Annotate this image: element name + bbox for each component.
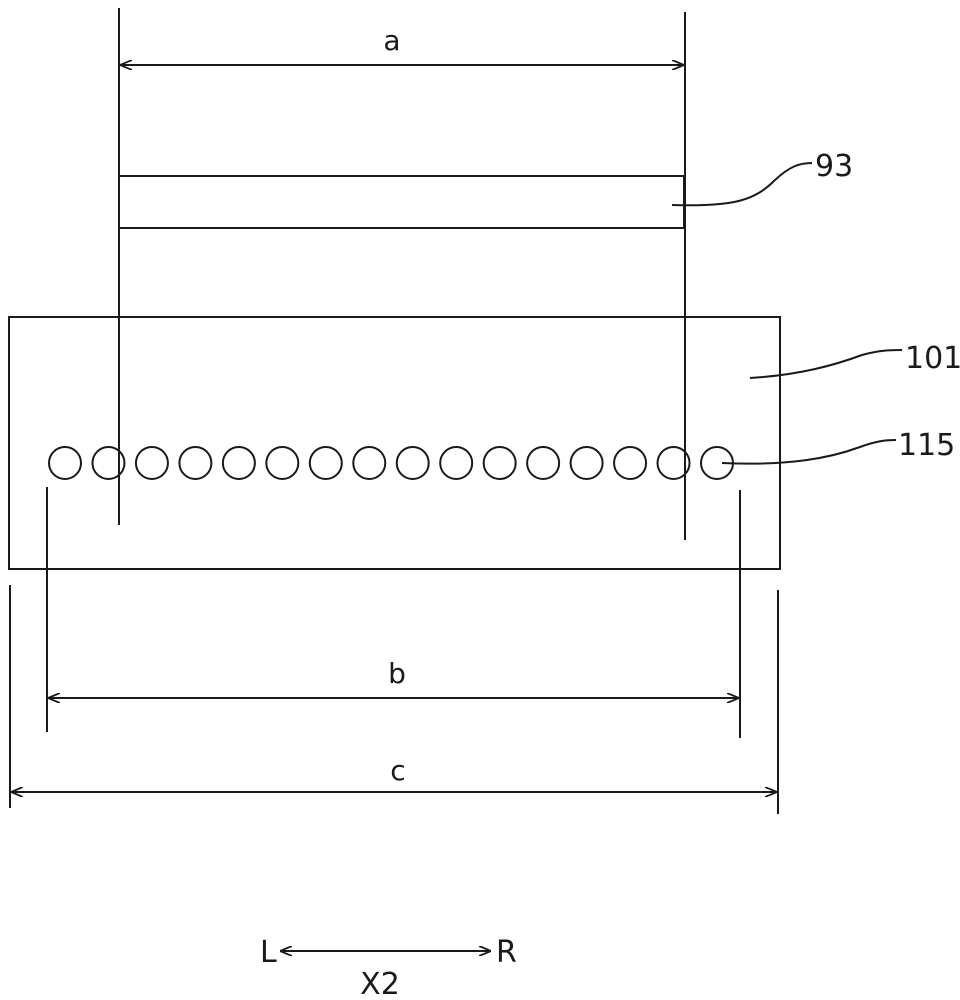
plate-reference-numeral: 93	[815, 149, 853, 184]
hole	[614, 447, 646, 479]
hole	[397, 447, 429, 479]
hole	[571, 447, 603, 479]
hole	[310, 447, 342, 479]
holes-115: 115	[49, 428, 955, 479]
hole	[49, 447, 81, 479]
dimension-c-label: c	[390, 754, 405, 787]
hole	[266, 447, 298, 479]
holes-row	[49, 447, 733, 479]
direction-left-label: L	[260, 935, 277, 970]
plate-93: 93	[119, 149, 853, 228]
direction-right-label: R	[496, 935, 517, 970]
dimension-c: c	[10, 585, 778, 814]
dimension-b-label: b	[388, 657, 406, 690]
dimension-b: b	[47, 487, 740, 738]
body-rect	[9, 317, 780, 569]
body-101: 101	[9, 317, 960, 569]
hole	[484, 447, 516, 479]
dimension-a-label: a	[383, 24, 400, 57]
hole	[527, 447, 559, 479]
holes-reference-numeral: 115	[898, 428, 955, 463]
plate-leader-line	[672, 163, 812, 205]
body-reference-numeral: 101	[905, 341, 960, 376]
holes-leader-line	[722, 440, 896, 464]
hole	[136, 447, 168, 479]
dimension-a: a	[119, 8, 685, 540]
direction-axis-label: X2	[360, 967, 400, 1000]
hole	[223, 447, 255, 479]
hole	[179, 447, 211, 479]
body-leader-line	[750, 350, 902, 378]
hole	[440, 447, 472, 479]
plate-rect	[119, 176, 684, 228]
hole	[353, 447, 385, 479]
direction-indicator: L R X2	[260, 935, 517, 1000]
